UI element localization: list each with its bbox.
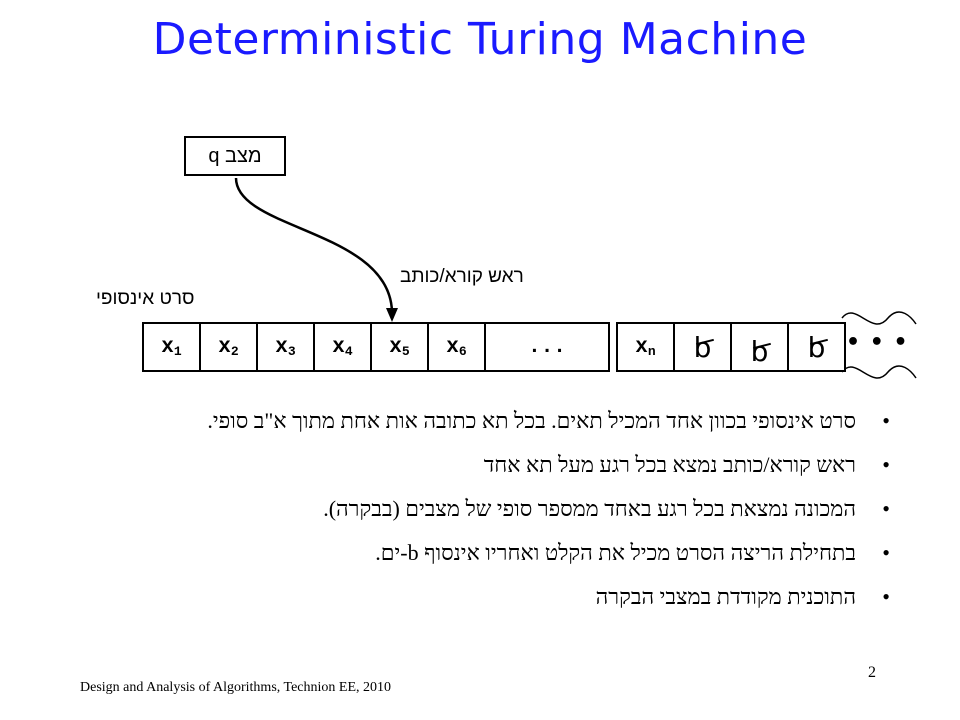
tape-cell-index: 4 (344, 343, 353, 359)
tape-cell-blank-3: b (789, 322, 846, 372)
tape-cell-index: 2 (230, 343, 239, 359)
head-arrow-tip (386, 308, 398, 322)
blank-symbol: b (807, 330, 828, 364)
tape-cell-symbol: x (218, 335, 231, 359)
tape-cell-blank-2: b (732, 322, 789, 372)
tape-cell-index: n (647, 343, 656, 359)
bullet-item: סרט אינסופי בכוון אחד המכיל תאים. בכל תא… (70, 410, 890, 433)
tape-cell-symbol: ... (528, 335, 566, 359)
tape-cell-symbol: x (446, 335, 459, 359)
blank-symbol: b (750, 334, 771, 368)
tape-cell-blank-1: b (675, 322, 732, 372)
blank-symbol: b (693, 330, 714, 364)
bullet-item: המכונה נמצאת בכל רגע באחד ממספר סופי של … (70, 498, 890, 521)
tape-cell-symbol: x (635, 335, 648, 359)
head-label: ראש קורא/כותב (400, 266, 524, 287)
bullet-item: התוכנית מקודדת במצבי הבקרה (70, 586, 890, 609)
tape-cell-symbol: x (161, 335, 174, 359)
bullet-list: סרט אינסופי בכוון אחד המכיל תאים. בכל תא… (70, 410, 890, 630)
tape-cell-symbol: x (275, 335, 288, 359)
tape-cell-ellipsis: ... (486, 322, 610, 372)
page-number: 2 (868, 664, 876, 681)
tape-cell-index: 1 (173, 343, 182, 359)
tape-cell-index: 5 (401, 343, 410, 359)
blank-letter: b (693, 330, 712, 364)
tape-cell-index: 3 (287, 343, 296, 359)
tape-wave-bottom (841, 365, 917, 379)
footer-text: Design and Analysis of Algorithms, Techn… (80, 680, 392, 695)
tape-cell-index: 6 (458, 343, 467, 359)
tape-cell-symbol: x (332, 335, 345, 359)
tape-wave-top (841, 311, 917, 325)
tape-continuation-dots: • • • (846, 330, 909, 355)
tape-cell-symbol: x (389, 335, 402, 359)
slide-title: Deterministic Turing Machine (152, 14, 808, 65)
tape-label: סרט אינסופי (96, 288, 195, 309)
bullet-item: ראש קורא/כותב נמצא בכל רגע מעל תא אחד (70, 454, 890, 477)
head-arrow-curve (234, 177, 394, 313)
bullet-item: בתחילת הריצה הסרט מכיל את הקלט ואחריו אי… (70, 542, 890, 565)
blank-letter: b (750, 334, 769, 368)
blank-letter: b (807, 330, 826, 364)
state-box: מצב q (184, 136, 286, 176)
